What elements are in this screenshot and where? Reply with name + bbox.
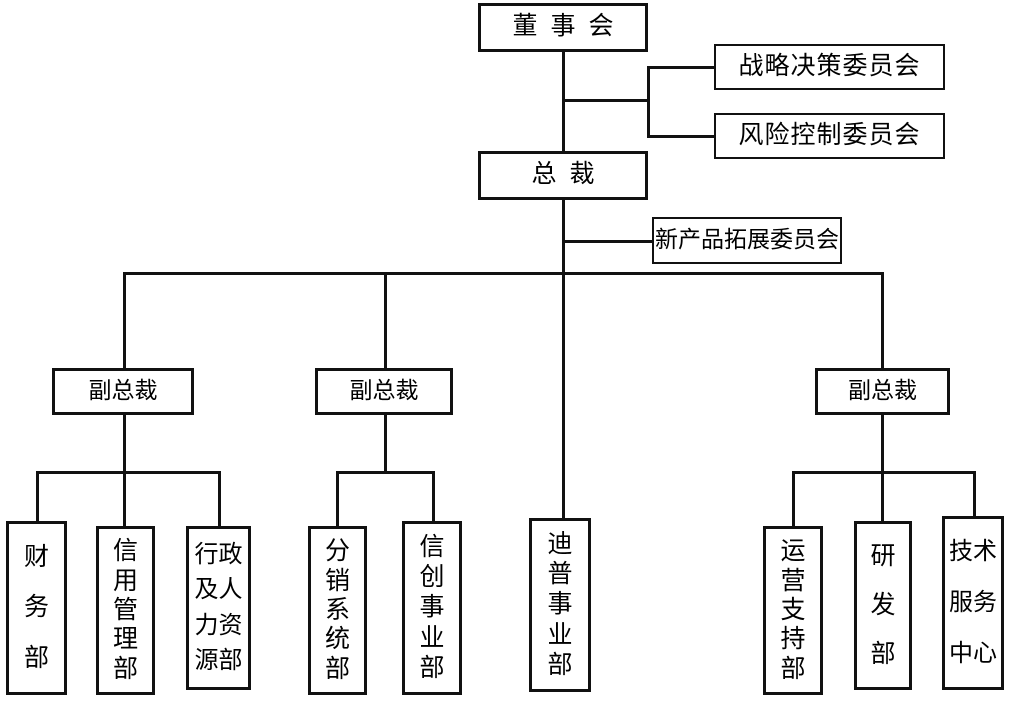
dept-distribution-stack: 分销系统部 — [311, 529, 364, 692]
dept-label-line: 财 — [23, 543, 49, 571]
node-vp-middle-label: 副总裁 — [349, 378, 419, 404]
connector-board-to-committee-bracket — [562, 99, 650, 102]
dept-label-line: 管 — [112, 596, 138, 624]
dept-label-line: 部 — [780, 655, 806, 683]
connector-bus-to-vp-right — [881, 272, 884, 368]
connector-vp-middle-down — [384, 415, 387, 473]
dept-label-line: 服务 — [949, 589, 997, 616]
connector-bracket-to-strategy-committee — [647, 66, 715, 69]
dept-label-line: 分 — [324, 538, 350, 566]
node-vp-left-label: 副总裁 — [88, 378, 158, 404]
node-dept-rnd[interactable]: 研发部 — [854, 521, 912, 690]
connector-bracket-to-risk-committee — [647, 135, 715, 138]
node-vp-middle[interactable]: 副总裁 — [315, 368, 453, 415]
connector-bus-to-vp-middle — [384, 272, 387, 368]
dept-label-line: 力资 — [194, 612, 243, 639]
node-vp-right-label: 副总裁 — [848, 378, 917, 404]
dept-label-line: 部 — [547, 652, 573, 680]
dept-label-line: 信 — [419, 533, 445, 561]
connector-vp-right-down — [881, 415, 884, 473]
dept-label-line: 业 — [419, 624, 445, 652]
connector-left-to-adminhr — [218, 471, 221, 526]
node-president[interactable]: 总裁 — [478, 151, 648, 200]
connector-vp-left-down — [123, 415, 126, 473]
dept-label-line: 部 — [870, 641, 896, 668]
dept-rnd-stack: 研发部 — [857, 524, 909, 687]
dept-label-line: 中心 — [949, 640, 997, 667]
node-dept-xinchuang[interactable]: 信创事业部 — [402, 521, 462, 695]
bracket-vp-left — [36, 471, 221, 474]
dept-label-line: 运 — [780, 538, 806, 566]
dept-label-line: 技术 — [949, 539, 997, 566]
node-committee-newproduct[interactable]: 新产品拓展委员会 — [652, 217, 842, 264]
dept-label-line: 研 — [870, 543, 896, 570]
connector-left-to-credit — [123, 471, 126, 526]
node-president-label: 总裁 — [531, 161, 608, 189]
dept-label-line: 业 — [547, 621, 573, 649]
node-dept-dptech[interactable]: 迪普事业部 — [529, 518, 591, 692]
dept-label-line: 支 — [780, 596, 806, 624]
dept-label-line: 源部 — [194, 648, 243, 675]
node-committee-strategy-label: 战略决策委员会 — [738, 52, 921, 80]
dept-credit-stack: 信用管理部 — [99, 529, 152, 692]
vp-bus-line — [123, 272, 883, 275]
node-dept-operations[interactable]: 运营支持部 — [763, 526, 823, 695]
dept-label-line: 部 — [324, 655, 350, 683]
node-committee-strategy[interactable]: 战略决策委员会 — [714, 44, 945, 90]
dept-label-line: 统 — [324, 626, 350, 654]
dept-label-line: 销 — [324, 567, 350, 595]
dept-label-line: 迪 — [547, 530, 573, 558]
dept-label-line: 事 — [547, 591, 573, 619]
dept-label-line: 信 — [112, 538, 138, 566]
node-board-label: 董事会 — [512, 13, 627, 41]
node-dept-admin-hr[interactable]: 行政及人力资源部 — [186, 526, 251, 690]
dept-label-line: 持 — [780, 626, 806, 654]
bracket-vp-right — [792, 471, 976, 474]
dept-label-line: 部 — [112, 655, 138, 683]
dept-label-line: 营 — [780, 567, 806, 595]
node-committee-newproduct-label: 新产品拓展委员会 — [655, 227, 839, 253]
node-committee-risk-label: 风险控制委员会 — [738, 121, 921, 149]
connector-right-to-techservice — [973, 471, 976, 516]
connector-bus-to-vp-left — [123, 272, 126, 368]
node-dept-finance[interactable]: 财务部 — [6, 521, 67, 695]
dept-label-line: 部 — [419, 655, 445, 683]
dept-operations-stack: 运营支持部 — [766, 529, 820, 692]
dept-label-line: 理 — [112, 626, 138, 654]
dept-label-line: 普 — [547, 561, 573, 589]
dept-label-line: 行政 — [194, 541, 243, 568]
dept-dptech-stack: 迪普事业部 — [532, 521, 588, 689]
dept-label-line: 务 — [23, 594, 49, 622]
dept-finance-stack: 财务部 — [9, 524, 64, 692]
connector-president-trunk — [562, 200, 565, 530]
node-vp-left[interactable]: 副总裁 — [52, 368, 194, 415]
dept-label-line: 创 — [419, 564, 445, 592]
dept-label-line: 系 — [324, 596, 350, 624]
node-dept-distribution[interactable]: 分销系统部 — [308, 526, 367, 695]
dept-label-line: 用 — [112, 567, 138, 595]
connector-middle-to-distribution — [336, 471, 339, 526]
dept-label-line: 及人 — [194, 577, 243, 604]
connector-right-to-rnd — [881, 471, 884, 526]
connector-middle-to-xinchuang — [432, 471, 435, 526]
dept-admin-hr-stack: 行政及人力资源部 — [189, 529, 248, 687]
dept-label-line: 部 — [23, 645, 49, 673]
node-dept-credit[interactable]: 信用管理部 — [96, 526, 155, 695]
node-committee-risk[interactable]: 风险控制委员会 — [714, 113, 945, 159]
dept-label-line: 发 — [870, 592, 896, 619]
connector-left-to-finance — [36, 471, 39, 521]
node-vp-right[interactable]: 副总裁 — [815, 368, 950, 415]
connector-right-to-operations — [792, 471, 795, 526]
bracket-vp-middle — [336, 471, 435, 474]
node-dept-tech-service[interactable]: 技术服务中心 — [942, 516, 1004, 690]
dept-xinchuang-stack: 信创事业部 — [405, 524, 459, 692]
committee-bracket-vertical — [647, 66, 650, 138]
node-board[interactable]: 董事会 — [478, 3, 648, 52]
connector-president-to-newproduct-committee — [562, 240, 654, 243]
dept-label-line: 事 — [419, 594, 445, 622]
dept-tech-service-stack: 技术服务中心 — [945, 519, 1001, 687]
